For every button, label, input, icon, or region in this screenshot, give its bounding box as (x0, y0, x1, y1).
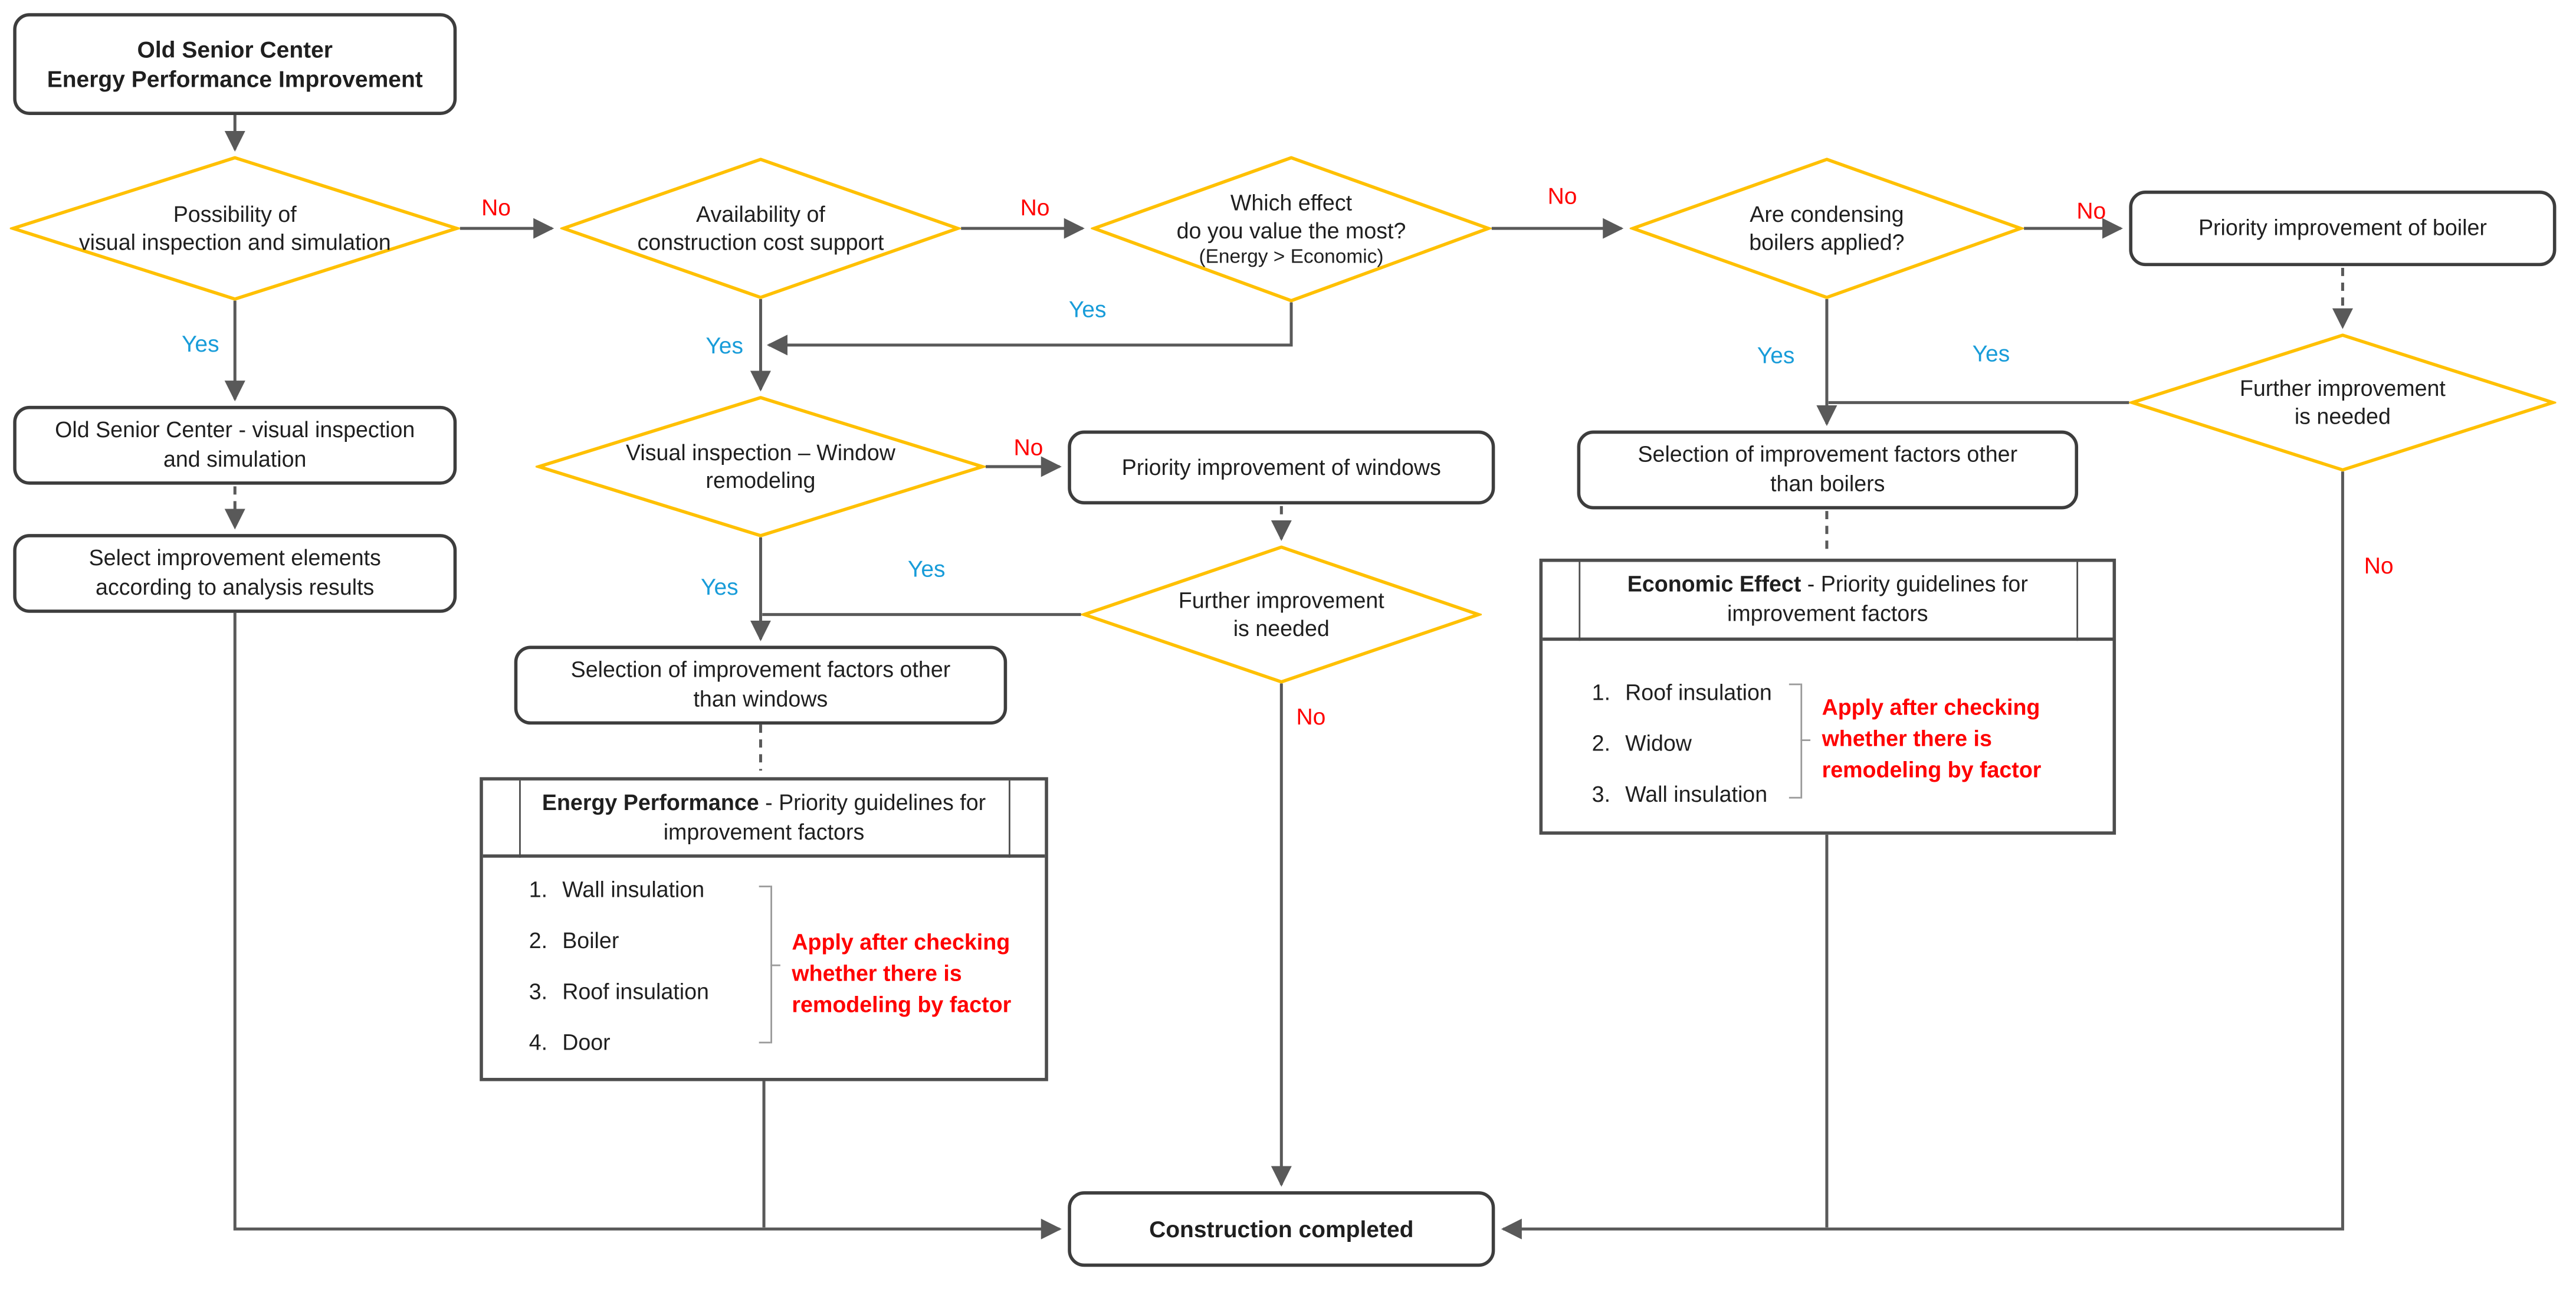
energy-table-title: Energy Performance (542, 790, 759, 815)
process-priority-boiler: Priority improvement of boiler (2129, 191, 2557, 267)
edge-label-yes-7: Yes (907, 555, 946, 582)
economic-table-header: Economic Effect - Priority guidelines fo… (1543, 562, 2113, 641)
edge-label-yes-4: Yes (1757, 342, 1795, 368)
process-priority-windows: Priority improvement of windows (1068, 430, 1495, 504)
energy-item-1: 1.Wall insulation (529, 877, 705, 902)
economic-item-2: 2.Widow (1591, 731, 1692, 756)
decision-possibility-inspection: Possibility of visual inspection and sim… (9, 156, 460, 301)
decision-condensing-boilers: Are condensing boilers applied? (1629, 158, 2024, 299)
diamond-shape (2129, 333, 2557, 472)
energy-note: Apply after checking whether there is re… (792, 930, 1012, 1017)
edge-label-yes-3: Yes (1068, 296, 1107, 322)
energy-item-2: 2.Boiler (529, 928, 619, 953)
economic-note-bracket (1789, 683, 1803, 799)
decision-further-improvement-mid: Further improvement is needed (1081, 545, 1482, 684)
energy-note-bracket-mid (770, 964, 780, 966)
economic-item-1: 1.Roof insulation (1591, 680, 1772, 705)
which-effect-hint: (Energy > Economic) (1199, 245, 1384, 268)
edge-label-yes-6: Yes (701, 573, 739, 600)
which-effect-question: Which effect do you value the most? (1176, 189, 1406, 243)
start-node: Old Senior Center Energy Performance Imp… (13, 13, 457, 115)
end-node-construction-completed: Construction completed (1068, 1191, 1495, 1267)
energy-table-header: Energy Performance - Priority guidelines… (483, 781, 1045, 858)
edge-label-no-2: No (1020, 194, 1050, 221)
edge-label-yes-5: Yes (1972, 340, 2010, 367)
process-select-improvement-elements: Select improvement elements according to… (13, 534, 457, 613)
header-divider-right (1008, 780, 1010, 858)
decision-further-improvement-right: Further improvement is needed (2129, 333, 2557, 472)
decision-cost-support: Availability of construction cost suppor… (560, 158, 962, 299)
decision-window-remodeling: Visual inspection – Window remodeling (535, 396, 986, 537)
diamond-shape (560, 158, 962, 299)
energy-table-subtitle: - Priority guidelines for improvement fa… (663, 790, 986, 844)
edge-label-no-4: No (2076, 197, 2106, 224)
header-divider-right (2076, 562, 2079, 641)
energy-item-4: 4.Door (529, 1030, 611, 1055)
energy-item-3: 3.Roof insulation (529, 979, 709, 1004)
edge-label-no-3: No (1547, 182, 1577, 209)
economic-note: Apply after checking whether there is re… (1822, 695, 2042, 782)
energy-performance-table: Energy Performance - Priority guidelines… (480, 777, 1048, 1081)
economic-table-title: Economic Effect (1627, 572, 1801, 598)
diamond-shape (9, 156, 460, 301)
economic-item-3: 3.Wall insulation (1591, 782, 1768, 807)
process-selection-other-than-boilers: Selection of improvement factors other t… (1577, 430, 2079, 510)
economic-table-subtitle: - Priority guidelines for improvement fa… (1727, 572, 2028, 627)
process-selection-other-than-windows: Selection of improvement factors other t… (514, 645, 1008, 725)
edge-label-yes-1: Yes (181, 330, 219, 357)
diamond-shape (1081, 545, 1482, 684)
edge-label-no-1: No (481, 194, 511, 221)
decision-which-effect: Which effect do you value the most? (Ene… (1091, 156, 1492, 303)
diamond-shape (1091, 156, 1492, 303)
header-divider-left (1579, 562, 1581, 641)
economic-effect-table: Economic Effect - Priority guidelines fo… (1539, 558, 2116, 835)
edge-label-no-right: No (2364, 552, 2394, 579)
diamond-shape (1629, 158, 2024, 299)
edge-label-yes-2: Yes (705, 332, 743, 359)
edge-label-no-window: No (1013, 434, 1043, 460)
header-divider-left (519, 780, 521, 858)
edge-label-no-mid: No (1296, 703, 1326, 730)
diamond-shape (535, 396, 986, 537)
process-visual-inspection-simulation: Old Senior Center - visual inspection an… (13, 405, 457, 485)
economic-note-bracket-mid (1800, 739, 1811, 742)
